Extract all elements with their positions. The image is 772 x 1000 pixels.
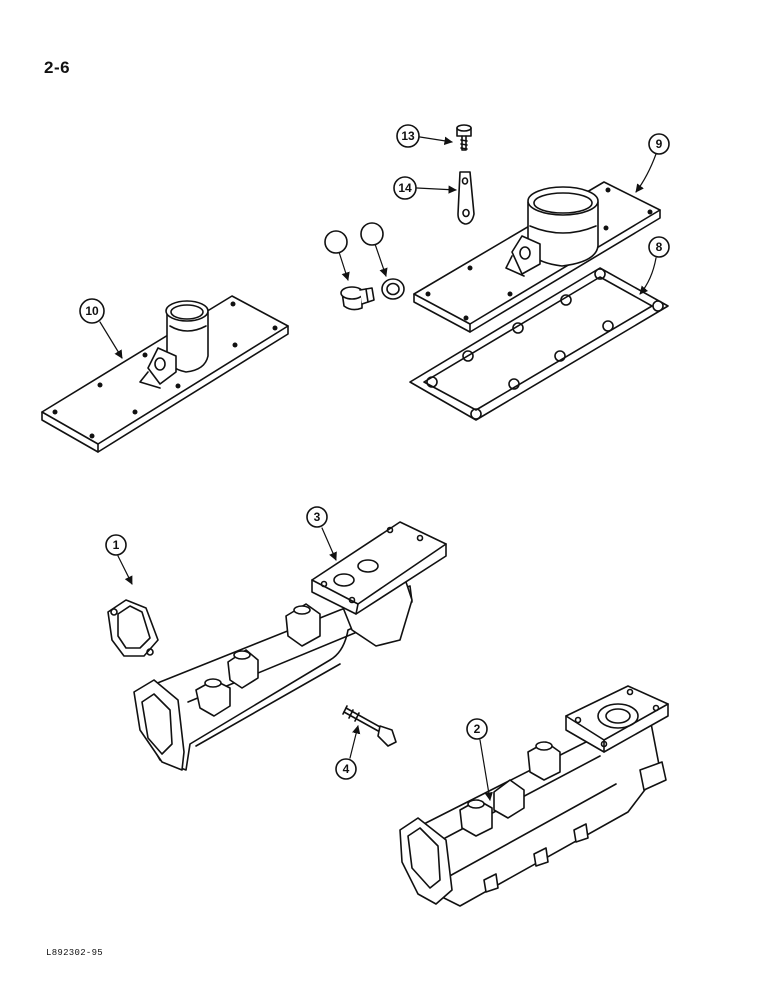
callout-3: 3 (306, 506, 328, 528)
callout-4: 4 (335, 758, 357, 780)
callout-10: 10 (79, 298, 105, 324)
callout-14 (360, 222, 384, 246)
bolt-part-11 (456, 124, 472, 151)
callout-8: 8 (648, 236, 670, 258)
plug-part-13 (340, 286, 375, 311)
svg-text:10: 10 (85, 304, 99, 318)
page-number: 2-6 (44, 58, 71, 77)
callout-2: 2 (466, 718, 488, 740)
callout-12: 14 (393, 176, 417, 200)
callouts: 13 14 9 8 10 (79, 124, 670, 780)
gasket-part-8 (409, 267, 669, 421)
leader-lines (99, 136, 657, 801)
svg-text:1: 1 (113, 538, 120, 552)
intake-manifold-part-2 (399, 685, 669, 907)
washer-part-14 (381, 278, 405, 300)
svg-text:4: 4 (343, 762, 350, 776)
svg-text:14: 14 (398, 181, 412, 195)
stud-bolt-part-4 (342, 705, 397, 747)
svg-text:2: 2 (474, 722, 481, 736)
cover-plate-part-10 (41, 295, 289, 453)
callout-1: 1 (105, 534, 127, 556)
figure-reference-code: L892302-95 (46, 948, 104, 958)
callout-11: 13 (396, 124, 420, 148)
svg-text:9: 9 (656, 137, 663, 151)
callout-9: 9 (648, 133, 670, 155)
svg-text:3: 3 (314, 510, 321, 524)
svg-text:8: 8 (656, 240, 663, 254)
bracket-part-12 (457, 171, 475, 225)
gasket-part-1 (107, 599, 159, 657)
callout-13 (324, 230, 348, 254)
svg-text:13: 13 (401, 129, 415, 143)
exhaust-manifold-part-3 (133, 521, 447, 771)
cover-plate-part-9 (413, 181, 661, 333)
